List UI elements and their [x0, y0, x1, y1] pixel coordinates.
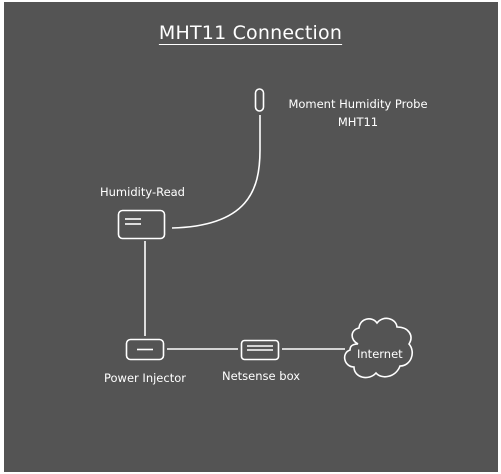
probe-cable	[171, 115, 261, 229]
diagram-title-text: MHT11 Connection	[158, 22, 343, 44]
netsense-box-label: Netsense box	[222, 369, 301, 383]
internet-cloud-icon	[343, 317, 413, 379]
humidity-read-device-icon	[117, 209, 166, 240]
probe-label-line2: MHT11	[337, 115, 379, 129]
netsense-box-icon	[240, 339, 280, 361]
probe-label-line1: Moment Humidity Probe	[288, 97, 428, 111]
diagram-title: MHT11 Connection	[0, 22, 501, 44]
humidity-probe-icon	[254, 88, 265, 112]
diagram-background	[4, 2, 498, 472]
internet-label: Internet	[357, 347, 403, 361]
probe-label: Moment Humidity Probe MHT11	[278, 95, 438, 131]
humidity-read-label: Humidity-Read	[100, 185, 185, 199]
power-injector-icon	[125, 338, 165, 361]
power-injector-label: Power Injector	[104, 371, 186, 385]
